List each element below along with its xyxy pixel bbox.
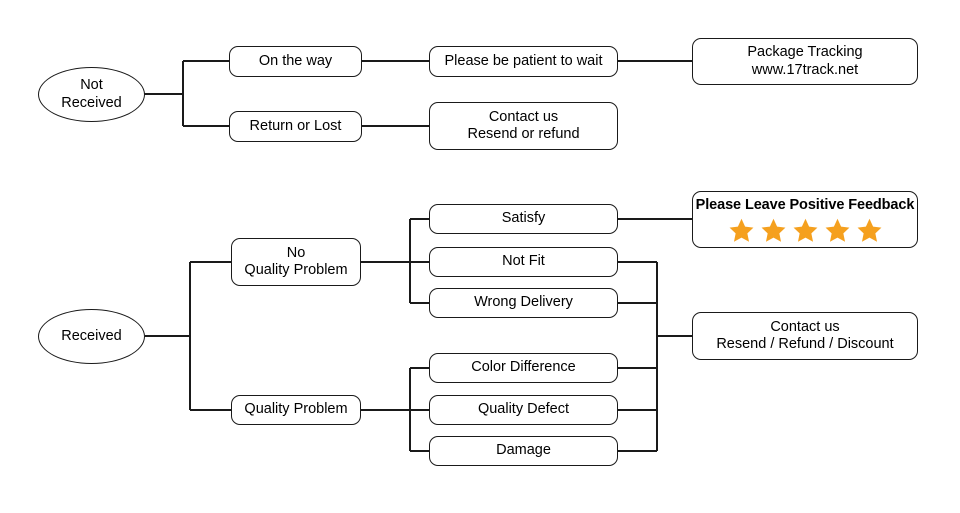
node-no-quality-problem-label: No Quality Problem	[244, 244, 348, 278]
node-quality-problem[interactable]: Quality Problem	[231, 395, 361, 425]
node-quality-defect[interactable]: Quality Defect	[429, 395, 618, 425]
node-damage[interactable]: Damage	[429, 436, 618, 466]
node-please-be-patient-label: Please be patient to wait	[444, 52, 603, 69]
node-color-difference[interactable]: Color Difference	[429, 353, 618, 383]
node-positive-feedback[interactable]: Please Leave Positive Feedback	[692, 191, 918, 248]
node-quality-problem-label: Quality Problem	[244, 401, 348, 418]
node-contact-resend-refund-label: Contact us Resend or refund	[467, 108, 580, 142]
node-package-tracking-label: Package Tracking www.17track.net	[747, 44, 863, 78]
node-contact-resend-refund-discount[interactable]: Contact us Resend / Refund / Discount	[692, 312, 918, 360]
node-quality-defect-label: Quality Defect	[477, 401, 570, 418]
star-icon[interactable]	[728, 217, 755, 244]
node-contact-resend-refund-discount-label: Contact us Resend / Refund / Discount	[716, 318, 894, 352]
node-damage-label: Damage	[496, 442, 551, 459]
node-received[interactable]: Received	[38, 309, 145, 364]
star-rating[interactable]	[728, 217, 883, 244]
node-contact-resend-refund[interactable]: Contact us Resend or refund	[429, 102, 618, 150]
star-icon[interactable]	[856, 217, 883, 244]
feedback-title-label: Please Leave Positive Feedback	[695, 197, 915, 214]
node-package-tracking[interactable]: Package Tracking www.17track.net	[692, 38, 918, 85]
node-return-or-lost[interactable]: Return or Lost	[229, 111, 362, 142]
node-return-or-lost-label: Return or Lost	[249, 117, 342, 134]
star-icon[interactable]	[792, 217, 819, 244]
node-not-received-label: Not Received	[61, 77, 122, 111]
node-no-quality-problem[interactable]: No Quality Problem	[231, 238, 361, 286]
node-received-label: Received	[61, 327, 122, 344]
node-not-fit-label: Not Fit	[502, 253, 545, 270]
node-not-fit[interactable]: Not Fit	[429, 247, 618, 277]
node-on-the-way[interactable]: On the way	[229, 46, 362, 77]
node-not-received[interactable]: Not Received	[38, 67, 145, 122]
node-wrong-delivery-label: Wrong Delivery	[474, 294, 573, 311]
star-icon[interactable]	[824, 217, 851, 244]
node-please-be-patient[interactable]: Please be patient to wait	[429, 46, 618, 77]
node-wrong-delivery[interactable]: Wrong Delivery	[429, 288, 618, 318]
node-color-difference-label: Color Difference	[471, 359, 576, 376]
star-icon[interactable]	[760, 217, 787, 244]
node-on-the-way-label: On the way	[258, 52, 333, 69]
node-satisfy-label: Satisfy	[501, 210, 546, 227]
node-satisfy[interactable]: Satisfy	[429, 204, 618, 234]
